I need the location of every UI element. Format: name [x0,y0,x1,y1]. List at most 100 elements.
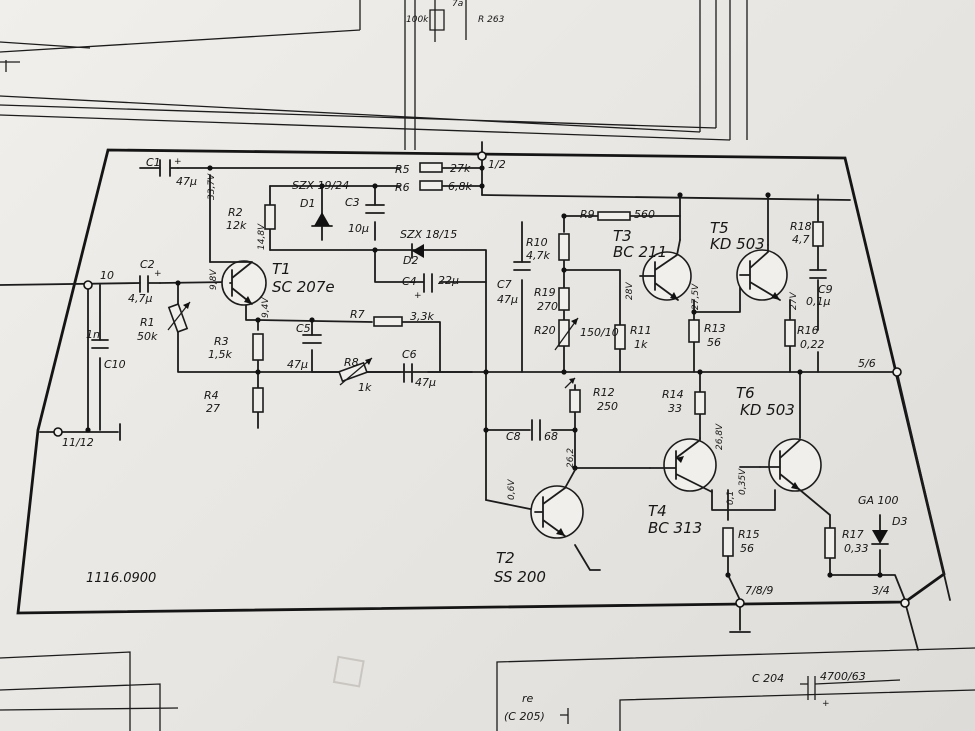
svg-text:4,7µ: 4,7µ [128,292,153,305]
svg-text:R14: R14 [662,388,684,401]
terminal-label: 7/8/9 [745,584,773,597]
svg-text:T4: T4 [648,502,667,520]
svg-text:28V: 28V [625,282,635,300]
transistor-t1 [209,260,267,306]
terminal-label: 3/4 [872,584,890,597]
terminal-5-6 [892,367,902,377]
svg-text:R1: R1 [140,316,155,329]
resistor-r5 [419,162,443,173]
svg-text:C3: C3 [345,196,360,209]
resistor-r14 [694,391,706,415]
capacitor-c1 [159,159,179,177]
terminal-label: 11/12 [62,436,94,449]
svg-text:14,8V: 14,8V [257,223,267,250]
svg-text:R18: R18 [790,220,812,233]
capacitor-c7 [513,261,531,271]
transistors [209,239,822,539]
svg-text:R5: R5 [395,163,410,176]
svg-text:+: + [174,157,182,167]
svg-text:0,33: 0,33 [844,542,869,555]
resistor-r13 [688,319,700,343]
resistor-r3 [252,333,264,361]
svg-text:SC 207e: SC 207e [272,278,335,296]
svg-text:KD 503: KD 503 [740,401,795,419]
svg-text:47µ: 47µ [287,358,308,371]
capacitors [91,159,827,441]
terminal-label: 10 [100,269,114,282]
svg-text:12k: 12k [226,219,247,232]
svg-text:+: + [822,699,830,709]
svg-text:SZX 19/24: SZX 19/24 [292,179,349,192]
svg-text:4,7: 4,7 [792,233,810,246]
svg-text:R19: R19 [534,286,556,299]
svg-text:KD 503: KD 503 [710,235,765,253]
svg-text:0,35V: 0,35V [738,468,748,495]
svg-text:C9: C9 [818,283,833,296]
svg-text:C8: C8 [506,430,521,443]
resistor-r11 [614,324,626,350]
svg-text:1k: 1k [634,338,648,351]
resistor-r9 [597,211,631,221]
svg-text:3,3k: 3,3k [410,310,434,323]
svg-text:GA 100: GA 100 [858,494,899,507]
svg-text:C 204: C 204 [752,672,784,685]
svg-text:33: 33 [668,402,682,415]
svg-text:R13: R13 [704,322,726,335]
svg-text:250: 250 [597,400,618,413]
capacitor-c10 [91,339,109,349]
board-id: 1116.0900 [86,571,156,586]
svg-text:26,8V: 26,8V [715,423,725,450]
svg-text:R20: R20 [534,324,556,337]
terminal-label: 1/2 [488,158,506,171]
svg-text:27k: 27k [450,162,471,175]
terminal-3-4 [900,598,910,608]
svg-text:SZX 18/15: SZX 18/15 [400,228,457,241]
svg-text:□: □ [323,651,369,692]
svg-text:0,1µ: 0,1µ [806,295,831,308]
terminal-1-2 [477,151,487,161]
terminal-7-8-9 [735,598,745,608]
wiring [0,141,951,651]
labels: 1/2 10 11/12 5/6 7/8/9 3/4 C1 + 47µ C2 +… [62,0,907,723]
svg-text:47µ: 47µ [176,175,197,188]
terminal-pins [53,151,910,608]
svg-text:re: re [522,692,534,705]
svg-text:R16: R16 [797,324,819,337]
svg-text:22µ: 22µ [438,274,459,287]
trimmer-arrows [167,301,579,389]
terminal-10 [83,280,93,290]
resistor-r6 [419,180,443,191]
resistor-r20 [558,319,570,347]
svg-text:+: + [414,291,422,301]
svg-text:560: 560 [634,208,655,221]
svg-text:56: 56 [707,336,721,349]
junctions [85,165,883,578]
resistor-r19 [558,287,570,311]
resistor-r7 [373,316,403,327]
svg-text:T5: T5 [710,219,729,237]
svg-text:10µ: 10µ [348,222,369,235]
bleed-through: − □ [208,265,369,692]
resistor-r10 [558,233,570,261]
svg-text:R7: R7 [350,308,365,321]
resistor-r17 [824,527,836,559]
svg-text:R6: R6 [395,181,410,194]
transistor-t2 [530,469,584,539]
resistor-r12 [569,389,581,413]
svg-text:0,22: 0,22 [800,338,825,351]
svg-text:R2: R2 [228,206,243,219]
svg-text:1,5k: 1,5k [208,348,232,361]
svg-text:T3: T3 [613,227,632,245]
svg-text:1k: 1k [358,381,372,394]
svg-text:SS 200: SS 200 [494,568,546,586]
svg-text:1n: 1n [86,328,100,341]
terminal-11-12 [53,427,63,437]
svg-text:27V: 27V [789,292,799,310]
capacitor-c9 [809,269,827,279]
svg-text:26,2: 26,2 [566,448,576,468]
svg-text:T2: T2 [496,549,515,567]
svg-text:47µ: 47µ [415,376,436,389]
svg-text:R8: R8 [344,356,359,369]
svg-text:56: 56 [740,542,754,555]
